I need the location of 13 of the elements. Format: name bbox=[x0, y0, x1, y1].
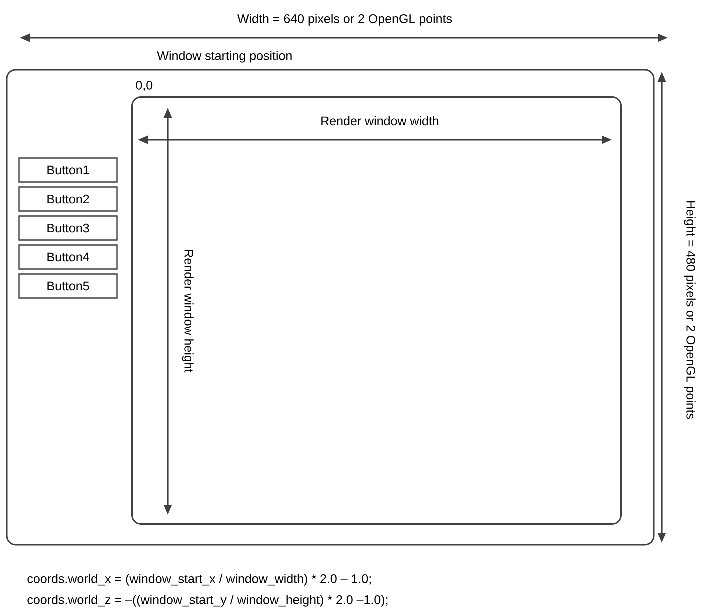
button: Button4 bbox=[18, 244, 118, 270]
button: Button3 bbox=[18, 216, 118, 241]
code-line: coords.world_x = (window_start_x / window_width) * 2.0 – 1.0; bbox=[28, 574, 371, 586]
code-line: coords.world_z = –((window_start_y / window_height) * 2.0 –1.0); bbox=[28, 595, 388, 607]
node-label: Window starting position bbox=[157, 51, 292, 63]
button: Button5 bbox=[18, 274, 118, 299]
dimension-label: Height = 480 pixels or 2 OpenGL points bbox=[684, 201, 696, 420]
dimension-label: Render window height bbox=[182, 250, 194, 373]
node-label: 0,0 bbox=[136, 80, 153, 92]
dimension-label: Width = 640 pixels or 2 OpenGL points bbox=[238, 14, 452, 26]
button: Button1 bbox=[18, 158, 118, 183]
dimension-label: Render window width bbox=[322, 116, 439, 126]
button: Button2 bbox=[18, 186, 118, 212]
